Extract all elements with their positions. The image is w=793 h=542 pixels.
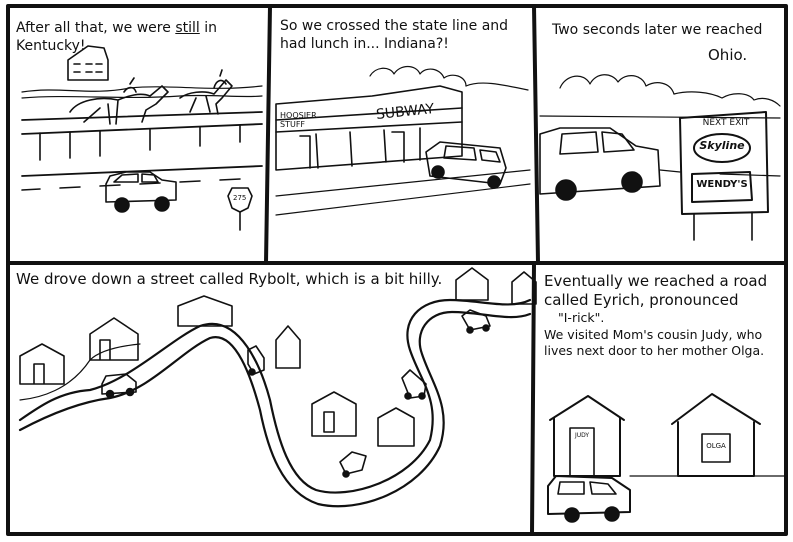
strip-mall	[275, 85, 463, 171]
caption-rybolt: We drove down a street called Rybolt, wh…	[16, 270, 443, 288]
olga-house-label: OLGA	[706, 442, 726, 450]
racing-horses	[69, 69, 233, 125]
judy-house-label: JUDY	[574, 432, 590, 439]
interstate-shield-number: 275	[233, 194, 247, 202]
caption-ohio-2: Ohio.	[708, 46, 748, 64]
caption-kentucky: After all that, we were still in Kentuck…	[16, 20, 217, 54]
panel-borders	[6, 4, 788, 536]
panel-eyrich-art	[547, 393, 785, 523]
caption-eyrich-line-3: We visited Mom's cousin Judy, who lives …	[544, 327, 765, 358]
exit-sign-header: NEXT EXIT	[702, 118, 750, 128]
caption-eyrich-pronunciation: "I-rick".	[558, 309, 605, 325]
interstate-shield	[227, 187, 253, 231]
hoosier-sign-line-1: HOOSIER	[280, 111, 317, 120]
distant-building	[67, 45, 109, 81]
panel-ohio-art	[539, 74, 781, 241]
wendys-logo: WENDY'S	[696, 179, 748, 190]
hoosier-stuff-sign: HOOSIER STUFF	[280, 111, 317, 130]
suv-panel-5	[547, 475, 631, 523]
panel-indiana-art	[275, 65, 531, 216]
skyline-logo: Skyline	[699, 139, 745, 152]
houses-rybolt	[19, 267, 537, 447]
caption-ohio-1: Two seconds later we reached	[552, 22, 763, 38]
caption-indiana: So we crossed the state line and had lun…	[280, 18, 509, 52]
suv-panel-2	[425, 141, 507, 189]
car-panel-3	[539, 127, 661, 201]
judy-house	[549, 395, 625, 477]
car-panel-1	[105, 171, 177, 213]
caption-eyrich-line-1: Eventually we reached a road called Eyri…	[544, 272, 768, 309]
panel-kentucky-art	[21, 45, 263, 231]
panel-rybolt-art	[18, 267, 537, 508]
hoosier-sign-line-2: STUFF	[280, 119, 306, 129]
olga-house	[671, 393, 761, 477]
cars-rybolt	[101, 309, 491, 478]
exit-sign	[679, 111, 769, 241]
caption-eyrich: Eventually we reached a road called Eyri…	[544, 272, 779, 358]
